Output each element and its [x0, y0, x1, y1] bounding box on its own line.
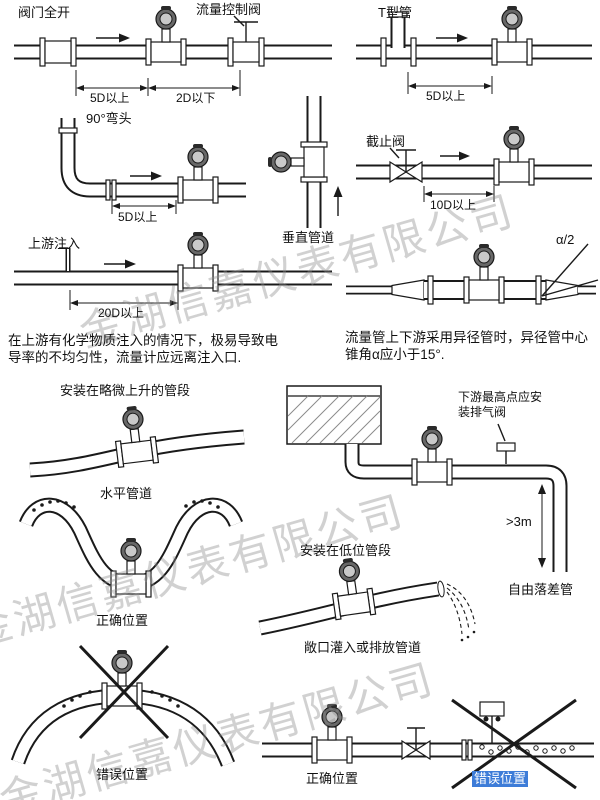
dim-2d-downstream: 2D以下 [176, 91, 216, 105]
wrong-instrument-icon [479, 701, 505, 717]
flowmeter-icon [177, 231, 219, 292]
flowmeter-icon [327, 555, 377, 621]
flowmeter-icon [411, 425, 453, 486]
flowmeter-icon [145, 5, 187, 66]
caption-wrong-position-bottom: 错误位置 [472, 771, 529, 788]
label-alpha-half: α/2 [556, 232, 575, 247]
flowmeter-icon [311, 703, 353, 764]
flowmeter-icon [177, 143, 219, 204]
dim-10d-stop-valve: 10D以上 [430, 198, 477, 212]
label-vertical-pipe: 垂直管道 [282, 230, 335, 245]
diagram-open-discharge [258, 555, 476, 642]
caption-horizontal-pipe: 水平管道 [100, 486, 153, 501]
diagram-tank-system [286, 385, 568, 572]
label-elbow-90: 90°弯头 [86, 111, 132, 126]
diagram-injection [14, 231, 332, 310]
label-stop-valve: 截止阀 [366, 134, 406, 149]
flowmeter-icon [110, 537, 152, 598]
diagram-stop-valve [356, 125, 592, 202]
label-low-section: 安装在低位管段 [300, 543, 392, 558]
diagram-vertical-pipe [267, 96, 343, 228]
diagram-t-pipe [356, 5, 592, 94]
caption-correct-position-bottom: 正确位置 [306, 771, 359, 786]
caption-open-discharge: 敞口灌入或排放管道 [304, 640, 422, 655]
note-reducer: 流量管上下游采用异径管时，异径管中心锥角α应小于15°. [345, 330, 588, 362]
flowmeter-icon [493, 125, 535, 186]
dim-5d-upstream: 5D以上 [90, 91, 130, 105]
flowmeter-icon [491, 5, 533, 66]
diagram-reducer [346, 243, 599, 305]
diagram-u-correct [19, 497, 243, 598]
note-injection: 在上游有化学物质注入的情况下，极易导致电导率的不均匀性，流量计应远离注入口. [8, 333, 278, 365]
flowmeter-icon [267, 141, 328, 183]
caption-correct-position-u: 正确位置 [96, 613, 149, 628]
label-free-fall-pipe: 自由落差管 [508, 582, 574, 597]
diagram-elbow [58, 118, 246, 214]
flowmeter-icon [110, 403, 160, 468]
diagram-hump-wrong [10, 644, 236, 767]
dim-20d-injection: 20D以上 [98, 306, 145, 320]
diagram-bottom-run [262, 698, 594, 790]
caption-wrong-position-hump: 错误位置 [96, 767, 149, 782]
label-valve-full-open: 阀门全开 [18, 5, 71, 20]
flowmeter-icon [463, 243, 505, 304]
label-min-height: >3m [506, 514, 532, 529]
label-t-pipe: T型管 [378, 5, 412, 20]
diagram-rising-section [29, 403, 245, 478]
label-upstream-injection: 上游注入 [28, 236, 81, 251]
note-exhaust-valve: 下游最高点应安装排气阀 [458, 390, 543, 419]
dim-5d-elbow: 5D以上 [118, 210, 158, 224]
label-rising-section: 安装在略微上升的管段 [60, 383, 191, 398]
diagram-straight-run [14, 5, 332, 96]
label-flow-control-valve: 流量控制阀 [196, 2, 262, 17]
exhaust-valve-icon [496, 442, 516, 452]
dim-5d-t-pipe: 5D以上 [426, 89, 466, 103]
